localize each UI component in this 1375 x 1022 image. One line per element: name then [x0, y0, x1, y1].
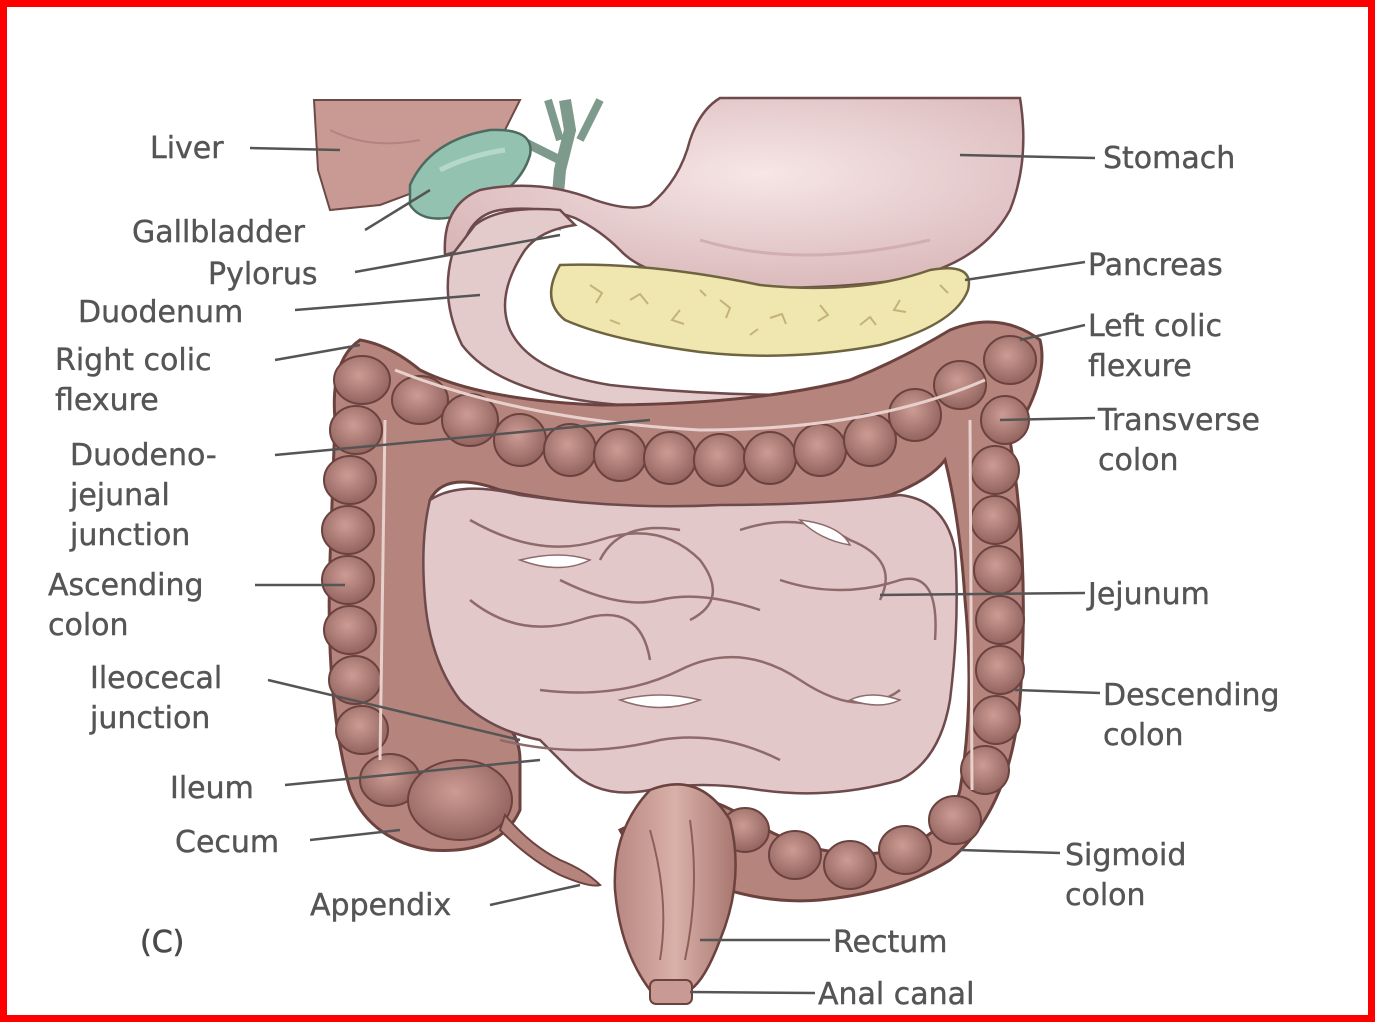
label-stomach: Stomach: [1103, 141, 1235, 176]
label-cecum: Cecum: [175, 825, 279, 860]
label-sigmoid-colon-line2: colon: [1065, 878, 1146, 913]
label-descending-colon-line2: colon: [1103, 718, 1184, 753]
appendix: [500, 815, 600, 886]
label-duodenum: Duodenum: [78, 295, 243, 330]
stomach: [445, 98, 1024, 288]
label-ileum: Ileum: [170, 771, 254, 806]
label-liver: Liver: [150, 131, 224, 166]
label-gallbladder: Gallbladder: [132, 215, 306, 250]
label-right-colic-flexure-line1: Right colic: [55, 343, 212, 378]
label-right-colic-flexure-line2: flexure: [55, 383, 159, 418]
label-descending-colon-line1: Descending: [1103, 678, 1280, 713]
label-transverse-colon-line1: Transverse: [1097, 403, 1260, 438]
label-ileocecal-line1: Ileocecal: [90, 661, 222, 696]
panel-letter: (C): [140, 925, 184, 960]
label-jejunum: Jejunum: [1086, 577, 1210, 612]
label-pylorus: Pylorus: [208, 257, 318, 292]
label-duodenojejunal-line3: junction: [69, 518, 190, 553]
label-pancreas: Pancreas: [1088, 248, 1223, 283]
label-anal-canal: Anal canal: [818, 977, 974, 1012]
label-sigmoid-colon-line1: Sigmoid: [1065, 838, 1186, 873]
anal-canal: [650, 980, 692, 1004]
label-ileocecal-line2: junction: [89, 701, 210, 736]
rectum: [615, 784, 736, 990]
label-left-colic-flexure-line2: flexure: [1088, 349, 1192, 384]
label-duodenojejunal-line2: jejunal: [69, 478, 170, 513]
label-ascending-colon-line2: colon: [48, 608, 129, 643]
label-rectum: Rectum: [833, 925, 947, 960]
label-duodenojejunal-line1: Duodeno-: [70, 438, 217, 473]
label-ascending-colon-line1: Ascending: [48, 568, 204, 603]
label-left-colic-flexure-line1: Left colic: [1088, 309, 1222, 344]
label-appendix: Appendix: [310, 888, 451, 923]
label-transverse-colon-line2: colon: [1098, 443, 1179, 478]
